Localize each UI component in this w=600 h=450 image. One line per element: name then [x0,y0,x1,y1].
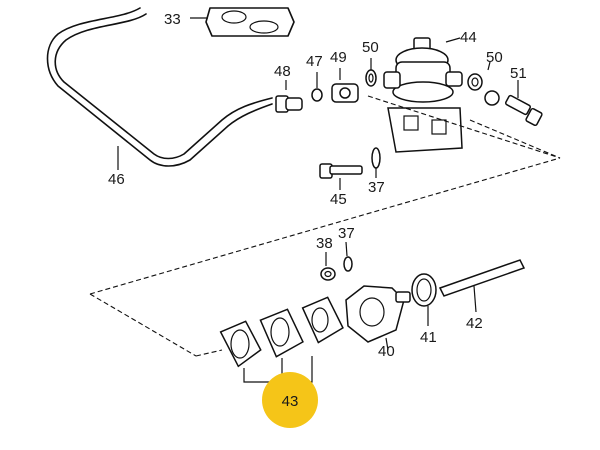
washer-50-right [467,61,500,106]
bolt-51 [505,80,543,127]
mounting-lines-lower [89,293,223,357]
part-label-51: 51 [510,65,527,82]
part-label-47: 47 [306,53,323,70]
fuel-hose-46 [46,7,273,170]
washer-50-left [365,58,377,87]
part-label-41: 41 [420,329,437,346]
mounting-lines-upper [89,95,561,295]
part-label-50-left: 50 [362,39,379,56]
part-label-37-lower: 37 [338,225,355,242]
bolt-45 [319,163,363,190]
gasket-33 [190,7,295,37]
washer-47 [311,72,323,102]
part-label-48: 48 [274,63,291,80]
washer-37-upper [371,147,381,178]
pump-body-40 [345,285,411,351]
part-label-40: 40 [378,343,395,360]
part-label-38: 38 [316,235,333,252]
highlight-marker-43[interactable]: 43 [262,372,318,428]
o-ring-41 [411,273,437,326]
pushrod-42 [438,259,526,313]
part-label-43[interactable]: 43 [282,393,299,410]
nut-38 [320,252,336,281]
part-labels: 33 46 48 47 49 50 44 50 51 45 37 38 37 4… [108,11,527,360]
part-label-46: 46 [108,171,125,188]
fuel-pump-44 [383,37,463,153]
part-label-45: 45 [330,191,347,208]
part-label-42: 42 [466,315,483,332]
washer-37-lower [343,241,353,272]
part-label-37-upper: 37 [368,179,385,196]
part-label-49: 49 [330,49,347,66]
fitting-48 [275,80,303,113]
part-label-44: 44 [460,29,477,46]
gasket-set-43 [219,296,344,383]
part-label-33: 33 [164,11,181,28]
banjo-fitting-49 [331,68,359,103]
highlight-circle[interactable] [262,372,318,428]
part-label-50-right: 50 [486,49,503,66]
